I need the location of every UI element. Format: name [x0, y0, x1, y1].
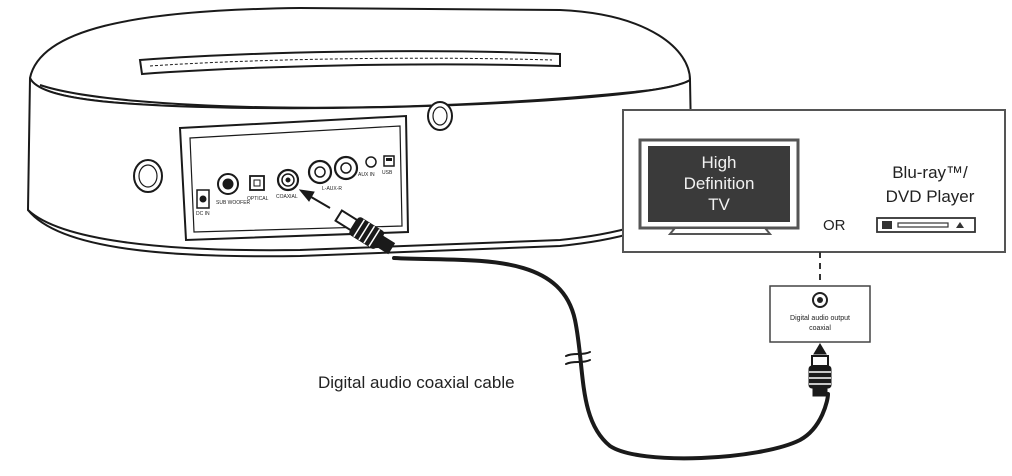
speaker-right-vent-inner [432, 106, 448, 126]
speaker-port-labels: DC IN SUB WOOFER OPTICAL COAXIAL L-AUX-R… [196, 170, 393, 217]
cable-break-mark-1 [565, 351, 591, 357]
port-label-aux-rca: L-AUX-R [322, 186, 342, 192]
cable-wire [392, 256, 830, 461]
output-jack-label-line-2: coaxial [809, 325, 831, 332]
speaker-ports [196, 155, 395, 209]
tv-label-line-2: Definition [684, 174, 755, 193]
port-label-optical: OPTICAL [247, 196, 269, 202]
tv-stand [667, 227, 773, 235]
cable-break-mark-2 [565, 359, 591, 365]
port-label-aux-in: AUX IN [358, 172, 375, 178]
plug-arrow-speaker [298, 189, 315, 202]
plug-grip-2 [358, 222, 371, 241]
cable-plug-speaker-end [298, 189, 396, 255]
digital-output-jack: Digital audio output coaxial [769, 285, 871, 343]
bluray-dvd-player: Blu-ray™/ DVD Player [876, 163, 976, 233]
speaker-back-panel-inner [189, 125, 403, 233]
player-label-line-2: DVD Player [886, 187, 975, 206]
plug-head-device [811, 355, 829, 367]
tv-screen [648, 146, 790, 222]
or-label: OR [823, 217, 846, 234]
plug-grip-1 [353, 219, 365, 238]
speaker-left-vent-inner [138, 164, 158, 188]
tv-label-line-1: High [702, 153, 737, 172]
subwoofer-port-inner [222, 178, 234, 190]
usb-port-inner [386, 158, 392, 161]
aux-in-port [365, 156, 377, 168]
plug-grip-4 [368, 228, 381, 247]
port-label-usb: USB [382, 170, 393, 176]
player-eject-icon [956, 222, 964, 228]
player-display [882, 221, 892, 229]
cable-label: Digital audio coaxial cable [318, 373, 515, 392]
player-label-line-1: Blu-ray™/ [892, 163, 968, 182]
dc-in-pin [199, 195, 207, 203]
plug-boot-speaker [375, 235, 396, 255]
coaxial-port-pin [285, 177, 291, 183]
cable-plug-device-end [808, 343, 832, 397]
port-label-subwoofer: SUB WOOFER [216, 200, 251, 206]
coaxial-cable [392, 256, 830, 461]
optical-port-inner [253, 179, 261, 187]
hd-tv: High Definition TV [638, 138, 800, 235]
source-device-panel: High Definition TV OR Blu-ray™/ DVD Play… [622, 109, 1006, 253]
output-jack-label-line-1: Digital audio output [790, 315, 850, 322]
speaker-slot-pattern [149, 57, 553, 67]
tv-label-line-3: TV [708, 195, 730, 214]
plug-arrow-device [813, 343, 827, 355]
player-tray [897, 222, 949, 228]
port-label-coaxial: COAXIAL [276, 194, 298, 200]
port-label-dc-in: DC IN [196, 211, 210, 217]
plug-grip-3 [363, 225, 376, 244]
rca-right-port-inner [340, 162, 352, 174]
rca-left-port-inner [314, 166, 326, 178]
plug-boot-device [812, 387, 828, 397]
output-jack-connector-pin [817, 297, 823, 303]
speaker-top-slot [138, 50, 561, 76]
